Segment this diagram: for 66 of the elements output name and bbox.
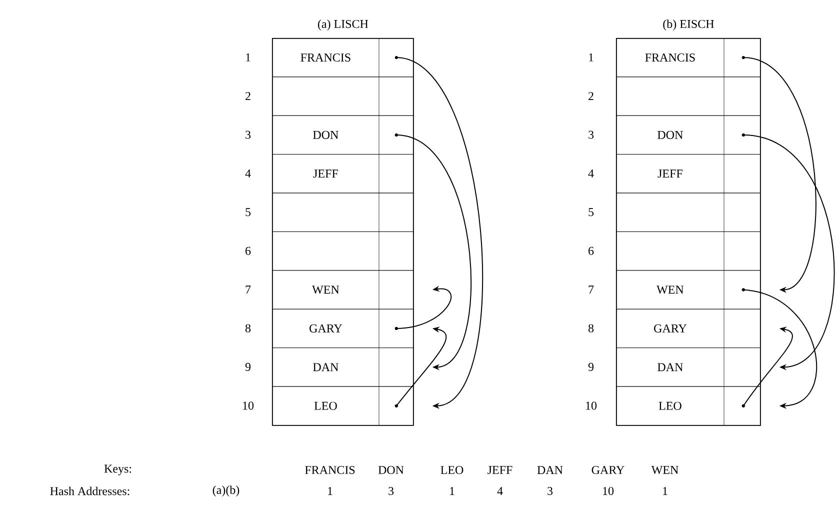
table-row: JEFF bbox=[616, 154, 760, 194]
row-number: 7 bbox=[588, 286, 594, 294]
table-row bbox=[272, 192, 414, 232]
row-number: 9 bbox=[588, 362, 594, 371]
table-cell: 4 bbox=[497, 487, 503, 495]
table-row: FRANCIS bbox=[272, 38, 414, 78]
table-row: LEO bbox=[272, 386, 414, 426]
table-cell: GARY bbox=[592, 466, 624, 474]
row-number: 3 bbox=[246, 130, 251, 139]
table-row: DAN bbox=[616, 347, 760, 387]
table-row: WEN bbox=[272, 270, 414, 310]
table-row bbox=[616, 192, 760, 232]
table-row bbox=[272, 231, 414, 271]
row-number: 4 bbox=[245, 170, 251, 178]
table-row bbox=[272, 76, 414, 116]
row-number: 2 bbox=[588, 92, 594, 100]
pointer-arrow bbox=[742, 57, 816, 293]
table-cell: WEN bbox=[651, 466, 678, 474]
table-cell: LEO bbox=[440, 466, 464, 474]
row-number: 8 bbox=[245, 324, 251, 332]
table-row: LEO bbox=[616, 386, 760, 426]
table-row: WEN bbox=[616, 270, 760, 310]
table-cell: 1 bbox=[450, 487, 454, 495]
row-number: 9 bbox=[245, 362, 250, 371]
table-title: (a) LISCH bbox=[318, 20, 368, 30]
table-frame bbox=[616, 38, 761, 426]
table-label: (a)(b) bbox=[212, 486, 240, 496]
table-row: DON bbox=[272, 115, 414, 154]
table-row: DON bbox=[616, 115, 760, 154]
table-cell: JEFF bbox=[488, 466, 512, 474]
table-cell: 1 bbox=[328, 487, 332, 495]
table-row: GARY bbox=[272, 308, 414, 348]
table-label: Keys: bbox=[104, 464, 132, 476]
table-cell: 10 bbox=[603, 486, 614, 496]
row-number: 3 bbox=[588, 130, 594, 139]
table-title: (b) EISCH bbox=[663, 20, 714, 30]
row-number: 1 bbox=[246, 53, 250, 62]
row-number: 6 bbox=[588, 246, 594, 255]
pointer-arrow bbox=[396, 134, 472, 370]
table-row: JEFF bbox=[272, 154, 414, 194]
table-cell: DAN bbox=[537, 466, 563, 474]
table-label: Hash Addresses: bbox=[50, 486, 130, 496]
pointer-arrow bbox=[742, 289, 818, 409]
table-cell: 3 bbox=[548, 486, 553, 496]
table-row: FRANCIS bbox=[616, 38, 760, 78]
row-number: 10 bbox=[586, 402, 597, 410]
row-number: 6 bbox=[246, 246, 251, 255]
table-cell: 3 bbox=[388, 486, 394, 496]
row-number: 1 bbox=[589, 53, 594, 62]
row-number: 10 bbox=[243, 402, 254, 410]
table-frame bbox=[272, 38, 414, 426]
row-number: 8 bbox=[588, 324, 594, 332]
table-cell: 1 bbox=[663, 487, 668, 495]
row-number: 2 bbox=[246, 92, 250, 100]
table-row bbox=[616, 231, 760, 271]
table-cell: FRANCIS bbox=[305, 466, 355, 474]
pointer-arrow bbox=[742, 134, 835, 370]
row-number: 7 bbox=[246, 286, 251, 294]
table-row bbox=[616, 76, 760, 116]
table-cell: DON bbox=[378, 466, 404, 474]
table-row: DAN bbox=[272, 347, 414, 387]
row-number: 5 bbox=[588, 208, 594, 216]
table-row: GARY bbox=[616, 308, 760, 348]
pointer-arrow bbox=[396, 57, 484, 409]
row-number: 5 bbox=[246, 208, 251, 216]
row-number: 4 bbox=[588, 170, 594, 178]
